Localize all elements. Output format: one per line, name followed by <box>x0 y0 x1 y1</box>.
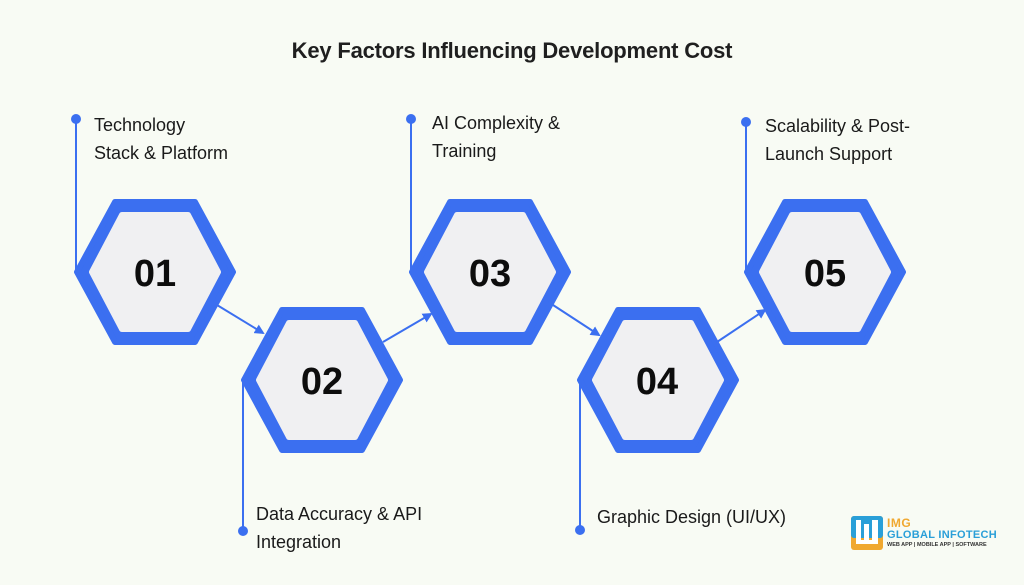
step-label-02-line2: Integration <box>256 532 342 552</box>
hexagon-05 <box>744 199 906 345</box>
hexagon-02 <box>241 307 403 453</box>
company-logo: IMG GLOBAL INFOTECH WEB APP | MOBILE APP… <box>851 516 997 552</box>
step-label-01-line2: Stack & Platform <box>94 143 229 163</box>
step-label-05: Scalability & Post- Launch Support <box>765 112 910 168</box>
logo-mark-icon <box>851 516 883 550</box>
step-number-04: 04 <box>636 361 678 403</box>
leader-lines <box>71 114 751 536</box>
page-title: Key Factors Influencing Development Cost <box>291 38 733 63</box>
step-label-03-line1: AI Complexity & <box>432 113 561 133</box>
step-number-03: 03 <box>469 253 511 295</box>
step-number-05: 05 <box>804 253 846 295</box>
logo-tagline: WEB APP | MOBILE APP | SOFTWARE <box>887 542 987 548</box>
step-number-02: 02 <box>301 361 343 403</box>
logo-company-name: GLOBAL INFOTECH <box>887 529 998 541</box>
hexagon-04 <box>577 307 739 453</box>
step-label-03-line2: Training <box>432 141 497 161</box>
step-label-02: Data Accuracy & API Integration <box>256 500 422 556</box>
step-label-04-line1: Graphic Design (UI/UX) <box>597 507 787 527</box>
step-label-01-line1: Technology <box>94 115 186 135</box>
logo-brand: IMG <box>887 516 912 530</box>
step-label-05-line1: Scalability & Post- <box>765 116 911 136</box>
hexagon-01 <box>74 199 236 345</box>
step-label-02-line1: Data Accuracy & API <box>256 504 423 524</box>
step-label-04: Graphic Design (UI/UX) <box>597 503 786 531</box>
step-label-05-line2: Launch Support <box>765 144 893 164</box>
step-label-03: AI Complexity & Training <box>432 109 560 165</box>
flow-arrows <box>216 304 767 343</box>
step-label-01: Technology Stack & Platform <box>94 111 228 167</box>
hexagon-03 <box>409 199 571 345</box>
step-number-01: 01 <box>134 253 176 295</box>
